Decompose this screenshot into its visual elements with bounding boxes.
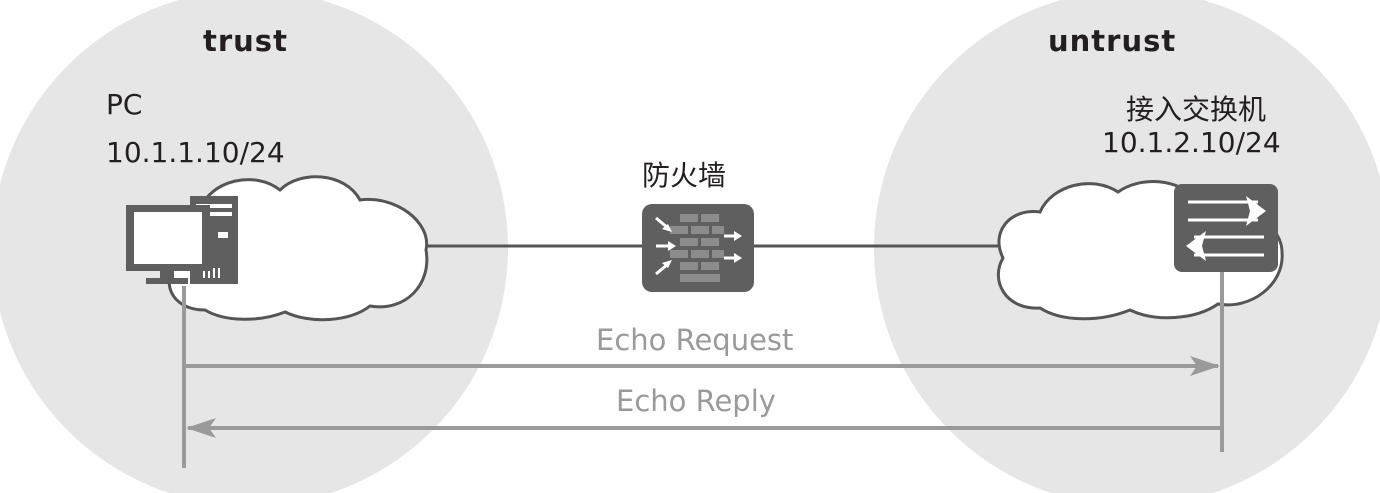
trust-zone-label: trust [203, 24, 288, 58]
pc-icon [126, 196, 238, 284]
firewall-name: 防火墙 [642, 159, 727, 192]
echo-request-label: Echo Request [596, 323, 794, 357]
echo-reply-label: Echo Reply [616, 384, 776, 418]
pc-ip: 10.1.1.10/24 [106, 136, 285, 169]
pc-name: PC [106, 88, 143, 121]
untrust-zone-label: untrust [1048, 24, 1177, 58]
switch-icon [1174, 184, 1278, 272]
firewall-icon [642, 204, 754, 292]
switch-name: 接入交换机 [1126, 93, 1267, 126]
switch-ip: 10.1.2.10/24 [1102, 126, 1281, 159]
